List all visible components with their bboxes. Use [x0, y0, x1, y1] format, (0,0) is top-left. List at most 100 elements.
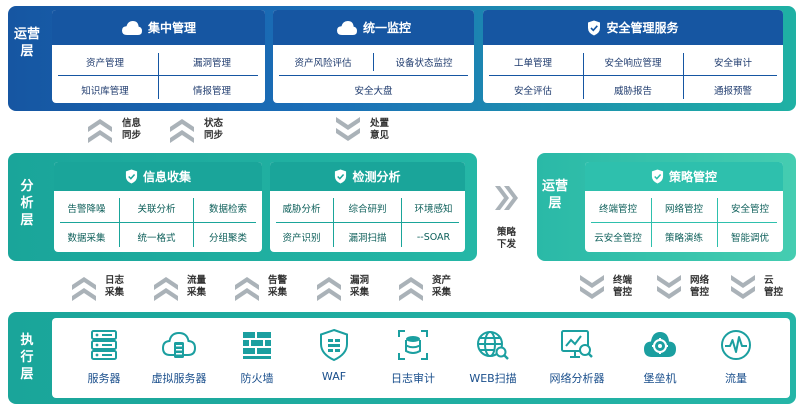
shield-icon	[334, 169, 347, 184]
chevron-down-icon	[336, 117, 360, 141]
panel-title: 集中管理	[147, 21, 196, 35]
cell-soar: --SOAR	[416, 231, 451, 243]
cell-ticket-management: 工单管理	[513, 57, 552, 69]
chevron-up-icon	[235, 277, 259, 301]
panel-title: 信息收集	[142, 170, 191, 184]
exec-item-bastion-host: 堡垒机	[620, 328, 700, 386]
virtual-server-icon	[139, 328, 219, 366]
network-analyzer-icon	[537, 328, 617, 366]
exec-item-label: WAF	[321, 370, 347, 383]
operations-layer-right-label: 运营 层	[541, 179, 568, 211]
log-audit-icon	[373, 328, 453, 366]
cell-alert-notification: 通报预警	[713, 85, 752, 97]
arrow-label: 状态 同步	[204, 118, 224, 141]
cell-vulnerability-scan: 漏洞扫描	[348, 233, 387, 244]
arrow-label: 云 管控	[764, 275, 784, 298]
cell-group-clustering: 分组聚类	[208, 233, 247, 244]
cell-alert-denoise: 告警降噪	[67, 204, 106, 215]
execution-layer-label: 执 行 层	[20, 333, 34, 382]
divider	[158, 53, 159, 99]
exec-item-firewall: 防火墙	[217, 328, 297, 386]
divider	[489, 75, 777, 76]
exec-item-label: 虚拟服务器	[151, 372, 207, 385]
exec-item-waf: WAF	[294, 328, 374, 383]
cell-terminal-control: 终端管控	[598, 204, 637, 215]
cell-incident-response: 安全响应管理	[604, 57, 662, 69]
cell-network-control: 网络管控	[664, 204, 703, 215]
cell-smart-tuning: 智能调优	[730, 233, 769, 244]
exec-item-label: WEB扫描	[469, 372, 517, 385]
cell-asset-management: 资产管理	[85, 57, 124, 69]
cell-threat-report: 威胁报告	[613, 85, 652, 97]
exec-item-label: 堡垒机	[643, 372, 677, 385]
shield-icon	[651, 169, 664, 184]
chevron-down-icon	[580, 275, 604, 299]
chevron-up-icon	[88, 119, 112, 143]
chevron-up-icon	[317, 277, 341, 301]
exec-item-label: 日志审计	[391, 372, 435, 385]
arrow-label: 终端 管控	[613, 275, 633, 298]
panel-header: 策略管控	[585, 162, 783, 191]
cell-intelligence-management: 情报管理	[192, 85, 231, 97]
cloud-icon	[336, 20, 358, 36]
cloud-icon	[121, 20, 143, 36]
chevron-up-icon	[72, 277, 96, 301]
exec-item-label: 防火墙	[240, 372, 274, 385]
panel-title: 检测分析	[352, 170, 401, 184]
panel-header: 统一监控	[273, 10, 474, 45]
shield-icon	[587, 20, 601, 36]
cell-asset-risk-assessment: 资产风险评估	[294, 57, 352, 69]
exec-item-server: 服务器	[64, 328, 144, 386]
divider	[591, 222, 777, 223]
cell-cloud-security-control: 云安全管控	[594, 233, 642, 244]
exec-item-label: 服务器	[87, 372, 121, 385]
firewall-icon	[217, 328, 297, 366]
panel-header: 安全管理服务	[483, 10, 783, 45]
arrow-label: 日志 采集	[105, 275, 125, 298]
divider	[683, 53, 684, 99]
panel-unified-monitoring: 统一监控 资产风险评估 设备状态监控 安全大盘	[273, 10, 474, 103]
panel-policy-control: 策略管控 终端管控 网络管控 安全管控 云安全管控 策略演练 智能调优	[585, 162, 783, 252]
panel-title: 统一监控	[362, 21, 411, 35]
arrow-label: 流量 采集	[187, 275, 207, 298]
chevron-right-icon	[495, 186, 518, 210]
divider	[276, 222, 459, 223]
chevron-down-icon	[657, 275, 681, 299]
cell-knowledge-base: 知识库管理	[81, 85, 129, 97]
arrow-label: 资产 采集	[432, 275, 452, 298]
cell-asset-identification: 资产识别	[282, 233, 321, 244]
divider	[583, 53, 584, 99]
arrow-label: 告警 采集	[268, 275, 288, 298]
operations-layer-label: 运营 层	[13, 27, 40, 59]
panel-detection-analysis: 检测分析 威胁分析 综合研判 环境感知 资产识别 漏洞扫描 --SOAR	[270, 162, 465, 252]
cell-device-status-monitoring: 设备状态监控	[395, 57, 453, 69]
panel-information-collection: 信息收集 告警降噪 关联分析 数据检索 数据采集 统一格式 分组聚类	[54, 162, 262, 252]
divider	[373, 53, 374, 71]
shield-icon	[125, 169, 138, 184]
exec-item-virtual-server: 虚拟服务器	[139, 328, 219, 386]
divider	[58, 75, 258, 76]
cell-comprehensive-judgment: 综合研判	[348, 204, 387, 215]
panel-centralized-management: 集中管理 资产管理 漏洞管理 知识库管理 情报管理	[52, 10, 265, 103]
panel-header: 集中管理	[52, 10, 265, 45]
cell-policy-drill: 策略演练	[664, 233, 703, 244]
panel-header: 检测分析	[270, 162, 465, 191]
panel-title: 策略管控	[668, 170, 717, 184]
cell-unified-format: 统一格式	[137, 233, 176, 244]
chevron-down-icon	[731, 275, 755, 299]
waf-shield-icon	[294, 328, 374, 366]
panel-header: 信息收集	[54, 162, 262, 191]
chevron-up-icon	[399, 277, 423, 301]
exec-item-network-analyzer: 网络分析器	[537, 328, 617, 386]
panel-security-management-service: 安全管理服务 工单管理 安全响应管理 安全审计 安全评估 威胁报告 通报预警	[483, 10, 783, 103]
exec-item-web-scan: WEB扫描	[453, 328, 533, 386]
cell-security-audit: 安全审计	[713, 57, 752, 69]
exec-item-traffic: 流量	[696, 328, 776, 386]
cell-data-collection: 数据采集	[67, 233, 106, 244]
cell-security-control: 安全管控	[730, 204, 769, 215]
exec-item-label: 网络分析器	[549, 372, 605, 385]
cell-threat-analysis: 威胁分析	[282, 204, 321, 215]
cell-environment-awareness: 环境感知	[414, 204, 453, 215]
analysis-layer-label: 分 析 层	[20, 179, 34, 228]
divider	[60, 222, 256, 223]
